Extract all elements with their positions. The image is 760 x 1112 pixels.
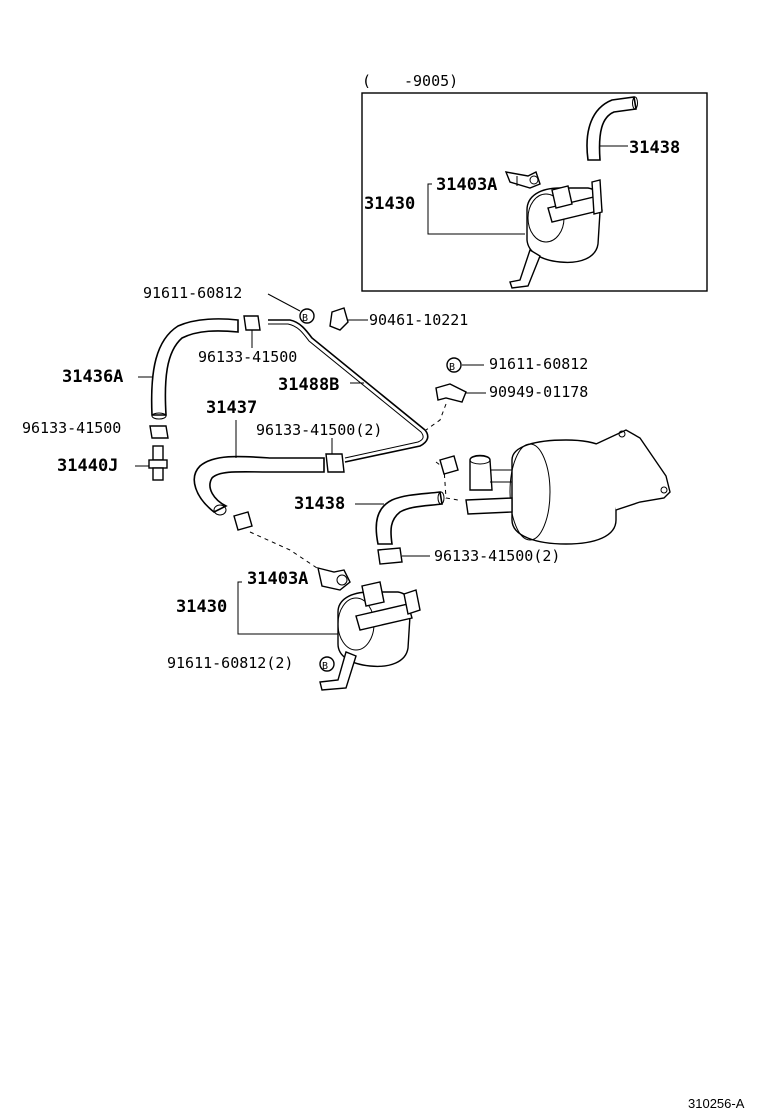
label-91611-60812-low: 91611-60812(2) (167, 654, 293, 672)
svg-text:B: B (449, 362, 455, 373)
brake-booster-drawing (465, 429, 671, 545)
inset-hose-31438-drawing (586, 96, 637, 161)
label-90949-01178: 90949-01178 (489, 383, 588, 401)
inset-canister-drawing (504, 171, 603, 289)
valve-31440j-drawing (148, 445, 168, 481)
reference-code: 310256-A (688, 1096, 745, 1111)
label-91611-60812-top: 91611-60812 (143, 284, 242, 302)
pipe-31488b-drawing (268, 319, 429, 463)
label-31437: 31437 (206, 398, 257, 418)
hose-31437-drawing (193, 455, 325, 513)
clip-booster-drawing (439, 455, 459, 475)
inset-range-open: ( (362, 72, 371, 90)
svg-text:B: B (322, 661, 328, 672)
valve-31403a-drawing (317, 567, 351, 591)
bolt-b-icon-right: B (446, 357, 462, 373)
inset-label-31403a: 31403A (436, 175, 497, 195)
label-91611-60812-right: 91611-60812 (489, 355, 588, 373)
label-96133-41500-mid: 96133-41500(2) (256, 421, 382, 439)
hose-31436a-drawing (150, 318, 239, 416)
label-96133-41500-top: 96133-41500 (198, 348, 297, 366)
inset-label-31438: 31438 (629, 138, 680, 158)
inset-panel: ( -9005) 31438 31403A 31430 (361, 72, 708, 292)
clamp-90949-drawing (435, 383, 467, 403)
inset-label-31430: 31430 (364, 194, 415, 214)
label-31438-main: 31438 (294, 494, 345, 514)
label-31403a-main: 31403A (247, 569, 308, 589)
label-96133-41500-low: 96133-41500(2) (434, 547, 560, 565)
clip-left-drawing (149, 425, 169, 439)
label-96133-41500-left: 96133-41500 (22, 419, 121, 437)
canister-31430-drawing (319, 581, 421, 691)
clip-mid-drawing (325, 453, 345, 473)
inset-range-end: -9005) (404, 72, 458, 90)
label-31440j: 31440J (57, 456, 118, 476)
clip-top-drawing (243, 315, 261, 331)
clip-lower-left-drawing (233, 511, 253, 531)
label-31488b: 31488B (278, 375, 339, 395)
label-90461-10221: 90461-10221 (369, 311, 468, 329)
bolt-b-icon: B (299, 308, 315, 324)
inset-frame (361, 92, 708, 292)
clamp-90461-drawing (329, 307, 349, 331)
bolt-b-icon-low: B (319, 656, 335, 672)
clip-low-drawing (377, 547, 403, 565)
svg-text:B: B (302, 313, 308, 324)
label-31430-main: 31430 (176, 597, 227, 617)
label-31436a: 31436A (62, 367, 123, 387)
hose-31438-main-drawing (375, 491, 443, 545)
